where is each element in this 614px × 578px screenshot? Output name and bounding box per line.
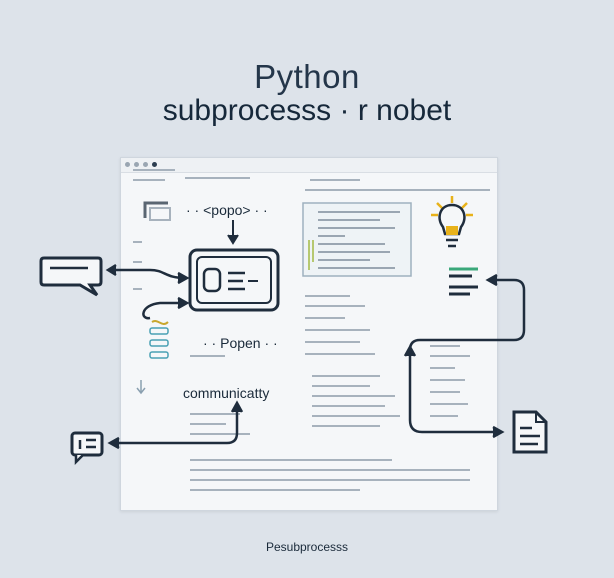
corner-bracket-icon (143, 201, 168, 218)
popen-label: · · Popen · · (203, 335, 278, 351)
message-icon (70, 431, 104, 466)
placeholder-text-lines (133, 169, 490, 491)
arrow-right-loop (403, 273, 526, 439)
code-gutter-marks (308, 240, 314, 270)
stack-icon (449, 267, 478, 296)
popo-label: · · <popo> · · (186, 202, 268, 218)
code-preview-lines (318, 211, 400, 269)
arrow-popo-to-terminal (227, 220, 239, 245)
frame-icon (149, 207, 171, 221)
lightbulb-icon (431, 196, 473, 248)
page-title-line1: Python (254, 58, 360, 95)
document-icon (512, 410, 548, 454)
code-preview-box (302, 202, 412, 277)
window-dot (125, 162, 130, 167)
page-title-line2: subprocesss · r nobet (162, 94, 452, 127)
status-bars-icon (149, 320, 169, 359)
terminal-window-icon (188, 248, 280, 312)
window-dot (143, 162, 148, 167)
window-dot (152, 162, 157, 167)
arrow-chat-to-terminal (105, 263, 190, 285)
window-dot (134, 162, 139, 167)
small-down-arrow-icon (136, 380, 146, 395)
chat-bubble-icon (39, 256, 103, 297)
arrow-side-to-terminal (142, 296, 190, 320)
panel-titlebar (121, 158, 497, 173)
communicatty-label: communicatty (183, 385, 270, 401)
arrow-communicate-to-message (107, 400, 244, 450)
footer-caption: Pesubprocesss (265, 540, 349, 554)
